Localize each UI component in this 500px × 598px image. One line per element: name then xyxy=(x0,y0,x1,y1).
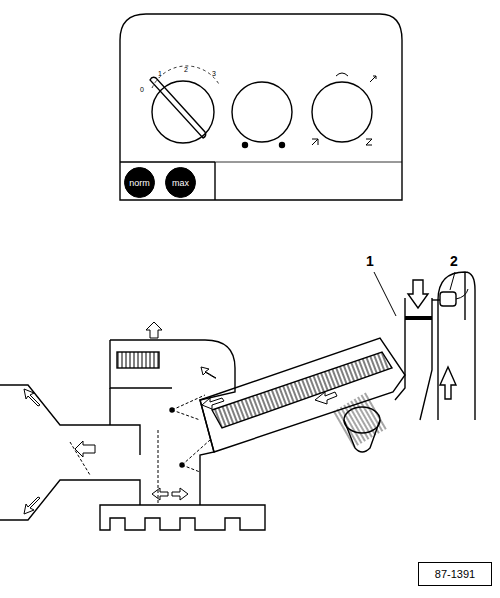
hot-dot xyxy=(280,143,285,148)
dial-mark: 2 xyxy=(184,66,188,73)
dial-mark: 1 xyxy=(158,70,162,77)
defrost-icon xyxy=(336,73,348,76)
side-duct xyxy=(0,385,140,520)
dial-knob xyxy=(150,77,206,138)
inlet-duct xyxy=(395,298,432,420)
mixed-icon xyxy=(366,139,372,145)
leader-line xyxy=(450,272,455,290)
node-text: 87-1391 xyxy=(435,568,475,580)
center-flap-line xyxy=(158,430,159,505)
air-arrow xyxy=(152,488,188,500)
heater-housing xyxy=(200,338,405,452)
air-arrow xyxy=(146,322,162,338)
node-text: max xyxy=(172,178,189,188)
callout-number: 2 xyxy=(450,254,458,268)
air-arrow xyxy=(408,280,428,308)
panel-outline xyxy=(120,14,402,200)
side-flap xyxy=(70,442,90,475)
air-arrow xyxy=(24,497,40,514)
max-button: max xyxy=(165,167,196,198)
floor-outlets xyxy=(100,505,265,530)
vent-icon xyxy=(370,76,376,82)
dial-scale xyxy=(152,66,220,88)
defrost-flap xyxy=(172,395,205,410)
norm-button: norm xyxy=(124,167,155,198)
vacuum-actuator xyxy=(440,292,456,306)
temperature-dial xyxy=(232,82,292,142)
fan-dial xyxy=(152,81,214,143)
floor-icon xyxy=(312,139,318,145)
dial-mark: 0 xyxy=(140,86,144,93)
distribution-dial xyxy=(312,82,372,142)
leader-line xyxy=(374,272,396,316)
figure-number: 87-1391 xyxy=(418,562,492,586)
actuator-rod xyxy=(432,299,440,300)
air-arrow xyxy=(202,398,224,409)
defrost-flap xyxy=(172,410,200,420)
air-arrow xyxy=(440,367,456,399)
air-arrow xyxy=(75,441,95,457)
heat-exchanger xyxy=(212,352,392,428)
footwell-flap xyxy=(182,440,210,465)
outer-duct xyxy=(438,272,475,420)
dial-mark: 3 xyxy=(212,70,216,77)
panel-divider xyxy=(120,161,215,162)
panel-divider xyxy=(214,162,215,200)
defrost-grille xyxy=(117,352,159,368)
air-arrow xyxy=(201,367,216,378)
panel-divider xyxy=(215,162,402,163)
fresh-air-flap xyxy=(405,316,432,320)
air-arrow xyxy=(315,392,337,404)
vacuum-hose xyxy=(456,289,468,299)
node-text: norm xyxy=(129,178,150,188)
air-arrow xyxy=(24,389,40,406)
footwell-flap xyxy=(182,465,200,472)
callout-number: 1 xyxy=(366,254,374,268)
cold-dot xyxy=(243,143,248,148)
